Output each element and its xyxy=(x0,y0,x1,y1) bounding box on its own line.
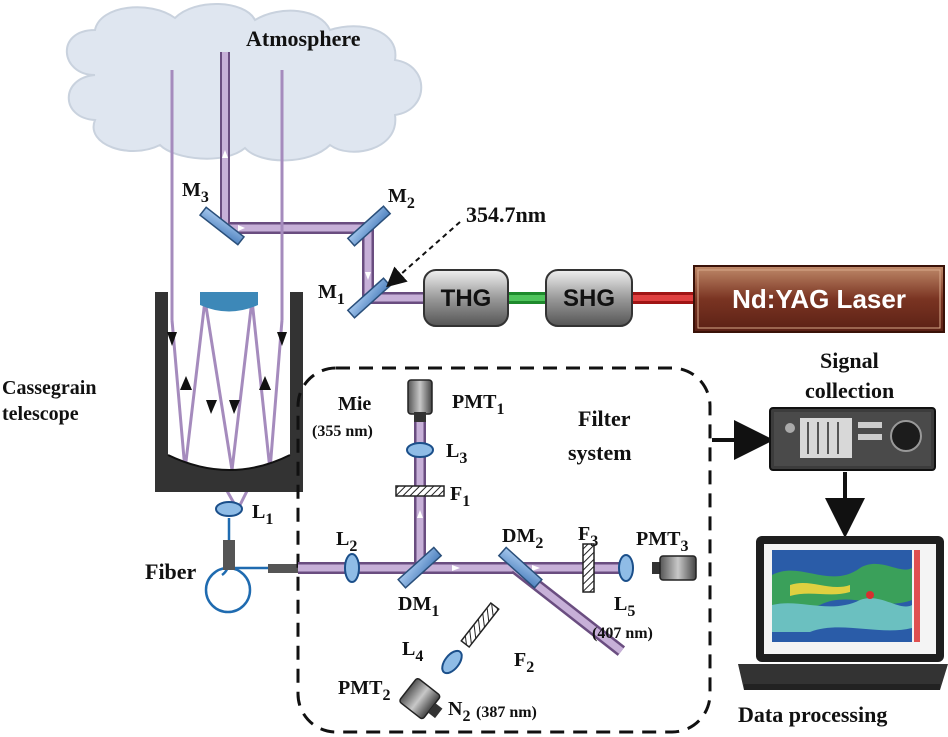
thg-label: THG xyxy=(441,285,492,312)
lens-l3 xyxy=(406,442,434,458)
fiber-connector-top xyxy=(223,540,235,570)
filter-label-line2: system xyxy=(568,440,632,465)
mirror-m3 xyxy=(198,206,246,246)
mie-wavelength: (355 nm) xyxy=(312,423,373,440)
f3-label: F3 xyxy=(578,523,598,550)
laser-beams xyxy=(505,292,694,304)
laser-label: Nd:YAG Laser xyxy=(732,284,906,314)
signal-label-line2: collection xyxy=(805,378,894,403)
lens-l4 xyxy=(441,649,463,675)
telescope-label-line2: telescope xyxy=(2,403,79,425)
dichroic-mirror-dm1 xyxy=(397,546,443,589)
l5-label: L5 xyxy=(614,593,635,620)
thg-box: THG xyxy=(423,269,509,327)
f1-label: F1 xyxy=(450,483,470,510)
pmt3-detector xyxy=(652,555,697,581)
signal-label-line1: Signal xyxy=(820,348,879,373)
n2-label: N2 xyxy=(448,698,470,725)
fiber-connector-right xyxy=(268,564,298,573)
l3-label: L3 xyxy=(446,440,467,467)
lens-l1 xyxy=(215,501,243,517)
transmit-beam xyxy=(220,52,428,304)
shg-label: SHG xyxy=(563,285,615,312)
filter-f2 xyxy=(460,601,500,649)
telescope-arrows xyxy=(167,332,287,414)
wavelength-label: 354.7nm xyxy=(466,202,546,227)
f2-label: F2 xyxy=(514,649,534,676)
filter-system-box xyxy=(296,366,712,734)
m3-label: M3 xyxy=(182,179,209,206)
lens-l2 xyxy=(344,553,360,583)
m2-label: M2 xyxy=(388,185,415,212)
l4-label: L4 xyxy=(402,638,423,665)
l2-label: L2 xyxy=(336,528,357,555)
lens-l5 xyxy=(618,554,634,582)
filter-f3 xyxy=(582,543,595,593)
dm2-label: DM2 xyxy=(502,525,543,552)
pmt2-label: PMT2 xyxy=(338,677,390,704)
wl387-label: (387 nm) xyxy=(476,704,537,721)
dichroic-mirror-dm2 xyxy=(497,546,543,589)
nd-yag-laser: Nd:YAG Laser xyxy=(693,265,945,333)
wl407-label: (407 nm) xyxy=(592,625,653,642)
signal-collection-device xyxy=(769,407,936,471)
atmosphere-label: Atmosphere xyxy=(246,26,361,51)
l1-label: L1 xyxy=(252,501,273,528)
pmt1-label: PMT1 xyxy=(452,391,504,418)
mie-label: Mie xyxy=(338,393,371,415)
pmt2-detector xyxy=(399,678,443,720)
cassegrain-telescope xyxy=(155,292,303,492)
shg-box: SHG xyxy=(545,269,633,327)
atmosphere-cloud xyxy=(65,2,423,162)
m1-label: M1 xyxy=(318,281,345,308)
data-processing-label: Data processing xyxy=(738,702,887,727)
dm1-label: DM1 xyxy=(398,593,439,620)
pmt3-label: PMT3 xyxy=(636,528,688,555)
pmt1-detector xyxy=(407,379,433,422)
mirror-m2 xyxy=(346,205,392,247)
wavelength-pointer xyxy=(386,221,461,288)
filter-f1 xyxy=(395,485,445,497)
laptop-data-processing xyxy=(738,536,948,690)
telescope-label-line1: Cassegrain xyxy=(2,377,96,399)
filter-label-line1: Filter xyxy=(578,406,631,431)
fiber-label: Fiber xyxy=(145,559,197,584)
